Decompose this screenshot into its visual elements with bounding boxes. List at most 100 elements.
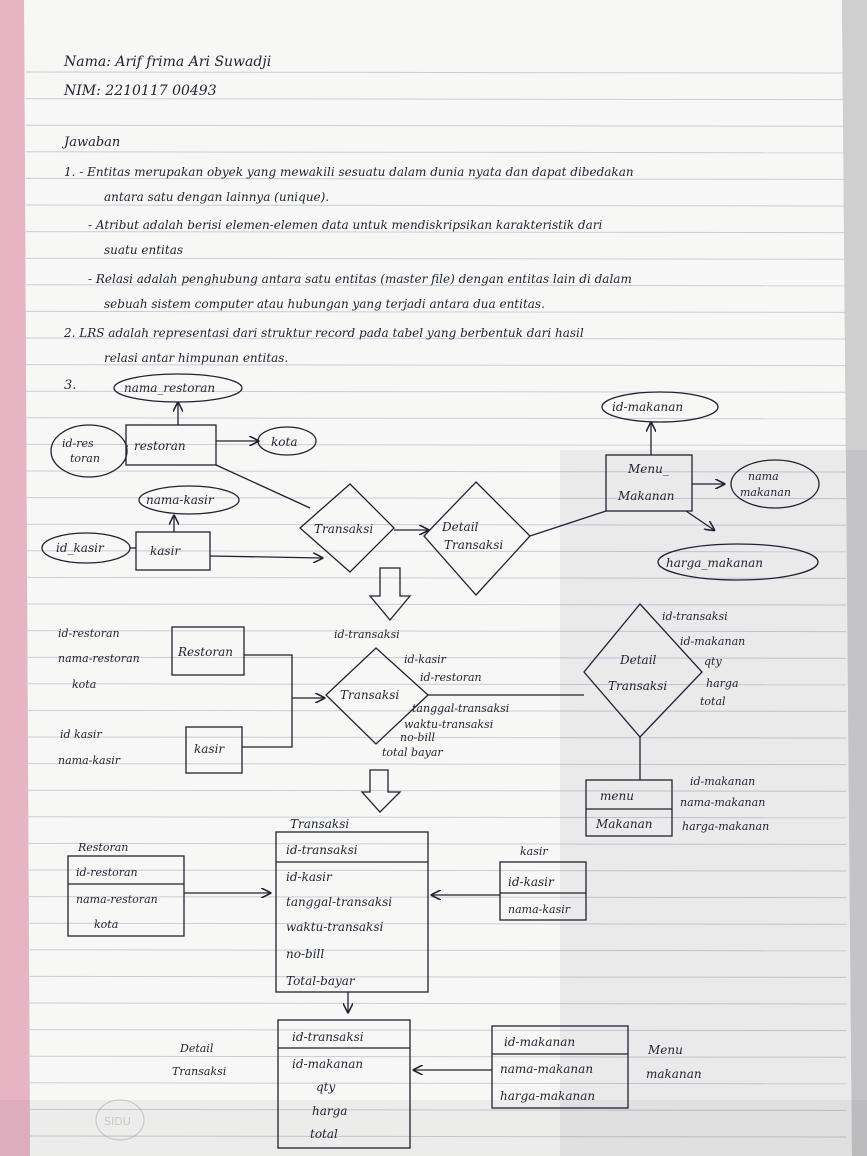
sidu-logo-text: SIDU (104, 1115, 131, 1128)
mid-relation-detail-label2: Transaksi (608, 679, 667, 693)
ruled-line (25, 975, 847, 978)
relation-transaksi (299, 483, 395, 573)
ruled-line (25, 364, 847, 367)
erd-diagram: nama_restoran restoran id-res toran kota… (41, 373, 820, 596)
attr-harga-makanan (657, 543, 819, 581)
mid-entity-restoran (171, 626, 245, 676)
answer-2-line1: 2. LRS adalah representasi dari struktur… (63, 326, 584, 340)
ruled-line (25, 71, 847, 74)
ruled-line (25, 231, 847, 234)
attr-kota-label: kota (271, 435, 297, 449)
mid-attr-menu-id-makanan: id-makanan (690, 775, 755, 788)
ruled-line (25, 869, 847, 872)
ruled-line (25, 789, 847, 792)
ruled-line (25, 763, 847, 766)
lrs-transaksi-field-3: tanggal-transaksi (286, 895, 392, 909)
ruled-line (25, 656, 847, 659)
ruled-line (25, 124, 847, 127)
lrs-transaksi-title: Transaksi (290, 817, 349, 831)
attr-nama-restoran-label: nama_restoran (124, 381, 215, 395)
lrs-transaksi-field-6: Total-bayar (286, 974, 356, 988)
ruled-line (25, 842, 847, 845)
lrs-detail-title: Detail (179, 1042, 214, 1055)
ruled-line (25, 949, 847, 952)
answer-1c-line1: - Relasi adalah penghubung antara satu e… (88, 272, 632, 286)
lrs-restoran-field-3: kota (94, 918, 118, 931)
lrs-table-menu (491, 1025, 629, 1109)
mid-attr-id-restoran2: id-restoran (420, 671, 482, 684)
ruled-line (25, 630, 847, 633)
ruled-line (25, 337, 847, 340)
attr-nama-makanan-label: nama (748, 470, 779, 483)
lrs-kasir-title: kasir (520, 845, 548, 858)
ruled-line (25, 683, 847, 686)
ruled-line (25, 736, 847, 739)
mid-entity-menu-label2: Makanan (595, 817, 652, 831)
ruled-line (25, 1108, 847, 1111)
ruled-line (25, 709, 847, 712)
lrs-detail-field-3: qty (316, 1080, 336, 1094)
attr-nama-kasir-label: nama-kasir (146, 493, 215, 507)
lrs-transaksi-field-5: no-bill (286, 947, 324, 961)
relation-detail-transaksi (423, 481, 531, 596)
down-arrow-1 (368, 567, 412, 622)
ruled-line (25, 204, 847, 207)
lrs-detail-title2: Transaksi (172, 1065, 226, 1078)
ruled-line (25, 443, 847, 446)
lrs-restoran-title: Restoran (77, 841, 128, 854)
mid-attr-nama-kasir: nama-kasir (58, 754, 121, 767)
sidu-logo-watermark: SIDU (95, 1099, 145, 1141)
mid-relation-transaksi (325, 647, 429, 745)
mid-attr-id-restoran: id-restoran (58, 627, 120, 640)
mid-attr-id-transaksi: id-transaksi (334, 628, 400, 641)
entity-makanan-label: Makanan (617, 489, 674, 503)
attr-harga-makanan-label: harga_makanan (666, 556, 763, 570)
ruled-line (25, 98, 847, 101)
down-arrow-2 (360, 769, 402, 813)
attr-nama-makanan (730, 459, 820, 509)
mid-attr-nama-restoran: nama-restoran (58, 652, 140, 665)
ruled-line (25, 417, 847, 420)
ruled-line (25, 1055, 847, 1058)
attr-id-makanan-label: id-makanan (612, 400, 683, 414)
attr-id-makanan (601, 391, 719, 423)
mid-entity-restoran-label: Restoran (177, 645, 233, 659)
ruled-line (25, 603, 847, 606)
ruled-line (25, 1135, 847, 1138)
ruled-line (25, 177, 847, 180)
ruled-line (25, 816, 847, 819)
attr-id-restoran (50, 424, 128, 478)
answer-1a-line2: antara satu dengan lainnya (unique). (104, 190, 329, 204)
entity-menu-makanan (605, 454, 693, 512)
mid-relation-transaksi-label: Transaksi (340, 688, 399, 702)
entity-kasir-label: kasir (150, 544, 181, 558)
ruled-line (25, 310, 847, 313)
ruled-line (25, 550, 847, 553)
lrs-transaksi-field-1: id-transaksi (286, 843, 358, 857)
relation-detail-label2: Transaksi (444, 538, 503, 552)
mid-attr-id-kasir2: id-kasir (404, 653, 447, 666)
ruled-line (25, 257, 847, 260)
lrs-detail-field-4: harga (312, 1104, 347, 1118)
lrs-menu-field-2: nama-makanan (500, 1062, 593, 1076)
mid-attr-detail-id-makanan: id-makanan (680, 635, 745, 648)
lrs-kasir-field-2: nama-kasir (508, 903, 571, 916)
attr-id-restoran-label2: toran (70, 452, 100, 465)
mid-attr-total-bayar: total bayar (382, 746, 443, 759)
mid-attr-detail-total: total (700, 695, 726, 708)
answer-2-line2: relasi antar himpunan entitas. (104, 351, 288, 365)
lrs-diagram: Restoran id-restoran nama-restoran kota … (67, 817, 702, 1149)
student-name: Nama: Arif frima Ari Suwadji (63, 54, 271, 70)
mid-attr-menu-harga-makanan: harga-makanan (682, 820, 769, 833)
mid-attr-detail-qty: qty (704, 655, 722, 668)
answer-3-label: 3. (64, 378, 76, 393)
mid-attr-waktu: waktu-transaksi (404, 718, 493, 731)
mid-attr-menu-nama-makanan: nama-makanan (680, 796, 765, 809)
lrs-restoran-field-1: id-restoran (76, 866, 138, 879)
mid-attr-detail-id-transaksi: id-transaksi (662, 610, 728, 623)
mid-entity-kasir (185, 726, 243, 774)
lrs-restoran-field-2: nama-restoran (76, 893, 158, 906)
student-nim: NIM: 2210117 00493 (63, 83, 217, 99)
ruled-line (25, 922, 847, 925)
